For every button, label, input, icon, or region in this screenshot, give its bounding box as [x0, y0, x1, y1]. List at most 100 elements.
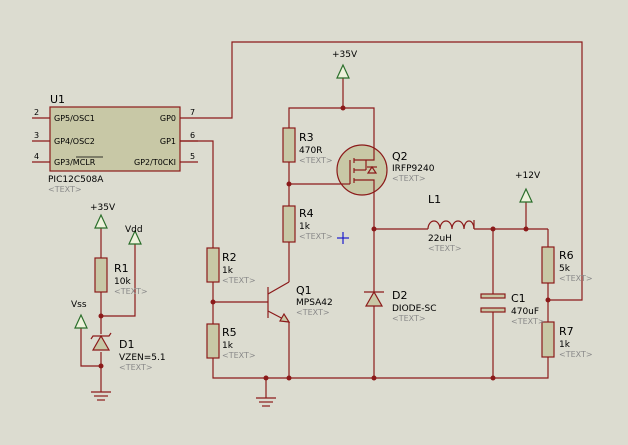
- wire-vdd: [101, 244, 136, 317]
- r7-ref: R7: [559, 325, 574, 338]
- d1-text: <TEXT>: [119, 363, 153, 372]
- terminal-vdd-label: Vdd: [125, 225, 143, 235]
- d2-text: <TEXT>: [392, 314, 426, 323]
- wires: [80, 41, 583, 398]
- r3-resistor[interactable]: R3 470R <TEXT>: [282, 127, 333, 165]
- u1-pin6-num: 6: [190, 131, 195, 140]
- r1-ref: R1: [114, 262, 129, 275]
- r1-text: <TEXT>: [114, 287, 148, 296]
- resistor-icon: [206, 323, 220, 359]
- r7-text: <TEXT>: [559, 350, 593, 359]
- u1-pin4-name: GP3/MCLR: [54, 158, 96, 167]
- q1-ref: Q1: [296, 284, 312, 297]
- resistor-icon: [541, 321, 555, 358]
- ground-left[interactable]: [91, 391, 111, 401]
- d1-value: VZEN=5.1: [119, 353, 166, 363]
- r6-resistor[interactable]: R6 5k <TEXT>: [541, 246, 593, 284]
- wire-35v-rail: [288, 107, 375, 140]
- u1-pin7-name: GP0: [160, 114, 176, 123]
- r2-ref: R2: [222, 251, 237, 264]
- resistor-icon: [541, 246, 555, 284]
- r2-text: <TEXT>: [222, 276, 256, 285]
- q2-ref: Q2: [392, 150, 408, 163]
- r6-text: <TEXT>: [559, 274, 593, 283]
- c1-ref: C1: [511, 292, 526, 305]
- terminal-35v-top[interactable]: +35V: [332, 50, 358, 79]
- d2-diode[interactable]: D2 DIODE-SC <TEXT>: [364, 280, 437, 323]
- r7-value: 1k: [559, 340, 571, 350]
- r2-resistor[interactable]: R2 1k <TEXT>: [206, 247, 256, 285]
- r4-text: <TEXT>: [299, 232, 333, 241]
- power-arrow-icon: [128, 229, 142, 245]
- u1-part: PIC12C508A: [48, 175, 104, 185]
- r7-resistor[interactable]: R7 1k <TEXT>: [541, 321, 593, 359]
- l1-value: 22uH: [428, 234, 452, 244]
- r3-value: 470R: [299, 146, 322, 156]
- power-arrow-icon: [74, 313, 88, 329]
- r1-resistor[interactable]: R1 10k <TEXT>: [94, 257, 148, 296]
- power-arrow-icon: [94, 213, 108, 229]
- power-arrow-icon: [336, 63, 350, 79]
- d2-ref: D2: [392, 289, 407, 302]
- terminal-vss[interactable]: Vss: [71, 300, 88, 329]
- l1-text: <TEXT>: [428, 244, 462, 253]
- l1-inductor[interactable]: L1 22uH <TEXT>: [427, 193, 475, 253]
- d2-value: DIODE-SC: [392, 304, 437, 314]
- q2-mosfet[interactable]: Q2 IRFP9240 <TEXT>: [336, 140, 435, 200]
- resistor-icon: [282, 205, 296, 243]
- wire-vss: [80, 328, 101, 367]
- d1-zener[interactable]: D1 VZEN=5.1 <TEXT>: [90, 332, 166, 372]
- r6-ref: R6: [559, 249, 574, 262]
- u1-pin5-num: 5: [190, 152, 195, 161]
- r5-resistor[interactable]: R5 1k <TEXT>: [206, 323, 256, 360]
- r6-value: 5k: [559, 264, 571, 274]
- d1-ref: D1: [119, 338, 134, 351]
- power-arrow-icon: [519, 187, 533, 203]
- u1-ref: U1: [50, 93, 65, 106]
- terminal-35v-left[interactable]: +35V: [90, 203, 116, 229]
- r3-text: <TEXT>: [299, 156, 333, 165]
- resistor-icon: [282, 127, 296, 163]
- junctions: [98, 105, 551, 381]
- terminal-35v-left-label: +35V: [90, 203, 116, 213]
- diode-icon: [364, 290, 384, 307]
- wire-ground-rail: [212, 357, 549, 379]
- c1-text: <TEXT>: [511, 317, 545, 326]
- r1-value: 10k: [114, 277, 131, 287]
- u1-pin6-name: GP1: [160, 137, 176, 146]
- u1-pin3-name: GP4/OSC2: [54, 137, 95, 146]
- terminal-12v[interactable]: +12V: [515, 171, 541, 203]
- terminal-vdd[interactable]: Vdd: [125, 225, 143, 245]
- q1-value: MPSA42: [296, 298, 333, 308]
- r5-value: 1k: [222, 341, 234, 351]
- zener-diode-icon: [91, 334, 111, 351]
- q2-text: <TEXT>: [392, 174, 426, 183]
- resistor-icon: [206, 247, 220, 283]
- u1-microcontroller[interactable]: U1 2 3 4 GP5/OSC1 GP4/OSC2 GP3/MCLR 7 6 …: [32, 93, 198, 194]
- ground-main[interactable]: [256, 397, 276, 407]
- terminal-35v-top-label: +35V: [332, 50, 358, 60]
- capacitor-icon: [480, 293, 506, 299]
- wire-gp0-feedback: [180, 41, 583, 301]
- q1-text: <TEXT>: [296, 308, 330, 317]
- r3-ref: R3: [299, 131, 314, 144]
- u1-text: <TEXT>: [48, 185, 82, 194]
- u1-pin4-num: 4: [34, 152, 39, 161]
- q1-transistor[interactable]: Q1 MPSA42 <TEXT>: [267, 281, 333, 323]
- cursor-crosshair-icon: [337, 232, 349, 244]
- r5-text: <TEXT>: [222, 351, 256, 360]
- c1-capacitor[interactable]: C1 470uF <TEXT>: [480, 292, 545, 326]
- u1-pin2-name: GP5/OSC1: [54, 114, 95, 123]
- terminal-12v-label: +12V: [515, 171, 541, 181]
- u1-pin7-num: 7: [190, 108, 195, 117]
- u1-pin3-num: 3: [34, 131, 39, 140]
- inductor-icon: [427, 220, 475, 230]
- r4-value: 1k: [299, 222, 311, 232]
- resistor-icon: [94, 257, 108, 293]
- r5-ref: R5: [222, 326, 237, 339]
- u1-pin2-num: 2: [34, 108, 39, 117]
- wire-gp1-r2: [180, 140, 214, 248]
- r4-resistor[interactable]: R4 1k <TEXT>: [282, 205, 333, 243]
- u1-body: [49, 106, 181, 172]
